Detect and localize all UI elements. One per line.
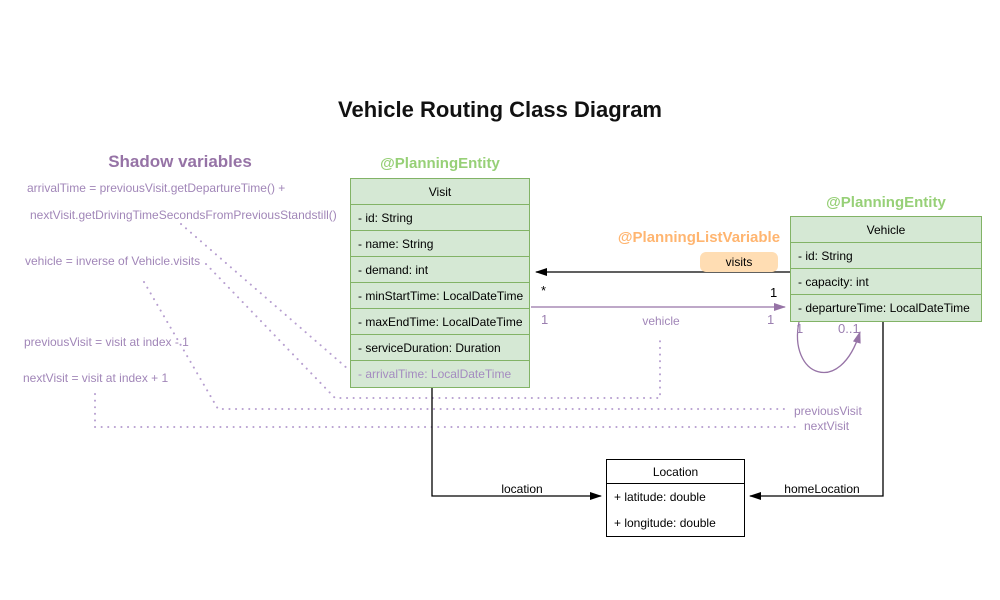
self-loop-mult-one: 1 [796, 321, 804, 336]
visits-badge: visits [700, 252, 778, 272]
class-box-visit: Visit - id: String - name: String - dema… [350, 178, 530, 388]
shadow-line-previousvisit: previousVisit = visit at index - 1 [24, 335, 189, 349]
vehicle-rel-mult-right: 1 [767, 312, 775, 327]
visit-attr-maxendtime: - maxEndTime: LocalDateTime [351, 309, 529, 335]
class-box-location: Location + latitude: double + longitude:… [606, 459, 745, 537]
vehicle-rel-mult-left: 1 [541, 312, 549, 327]
dotted-nextvisit-connector [94, 393, 798, 428]
shadow-line-nextvisit: nextVisit = visit at index + 1 [23, 371, 169, 385]
vehicle-rel-label: vehicle [642, 314, 680, 328]
visit-planning-entity-annotation: @PlanningEntity [380, 155, 500, 172]
visits-multiplicity-one: 1 [770, 285, 778, 300]
vehicle-attr-departuretime: - departureTime: LocalDateTime [798, 301, 970, 315]
visit-attr-minstarttime: - minStartTime: LocalDateTime [351, 283, 529, 309]
previousvisit-rel-label: previousVisit [794, 404, 862, 418]
class-box-vehicle: Vehicle - id: String - capacity: int - d… [790, 216, 982, 322]
diagram-title: Vehicle Routing Class Diagram [338, 97, 662, 122]
shadow-line-arrivaltime-1: arrivalTime = previousVisit.getDeparture… [27, 181, 286, 195]
visits-multiplicity-star: * [541, 283, 547, 298]
planning-list-variable-annotation: @PlanningListVariable [617, 229, 781, 246]
class-location-title: Location [607, 460, 744, 484]
location-rel-label: location [501, 482, 543, 496]
visit-attr-name: - name: String [351, 231, 529, 257]
self-loop-mult-zero-one: 0..1 [838, 321, 860, 336]
class-vehicle-title: Vehicle [791, 217, 981, 243]
visit-attr-serviceduration: - serviceDuration: Duration [351, 335, 529, 361]
nextvisit-rel-label: nextVisit [804, 419, 850, 433]
location-attr-longitude: + longitude: double [614, 516, 716, 530]
location-arrow [431, 388, 602, 500]
visit-attr-arrivaltime: - arrivalTime: LocalDateTime [358, 367, 512, 381]
shadow-variables-heading: Shadow variables [108, 152, 252, 171]
shadow-line-vehicle: vehicle = inverse of Vehicle.visits [25, 254, 201, 268]
vehicle-planning-entity-annotation: @PlanningEntity [826, 194, 946, 211]
dotted-arrivaltime-connector [180, 223, 349, 370]
vehicle-attr-capacity: - capacity: int [791, 269, 981, 295]
visit-attr-demand: - demand: int [351, 257, 529, 283]
vehicle-attr-id: - id: String [791, 243, 981, 269]
location-attr-latitude: + latitude: double [614, 490, 706, 504]
class-visit-title: Visit [351, 179, 529, 205]
homelocation-rel-label: homeLocation [784, 482, 860, 496]
visit-attr-id: - id: String [351, 205, 529, 231]
shadow-line-arrivaltime-2: nextVisit.getDrivingTimeSecondsFromPrevi… [30, 208, 337, 222]
